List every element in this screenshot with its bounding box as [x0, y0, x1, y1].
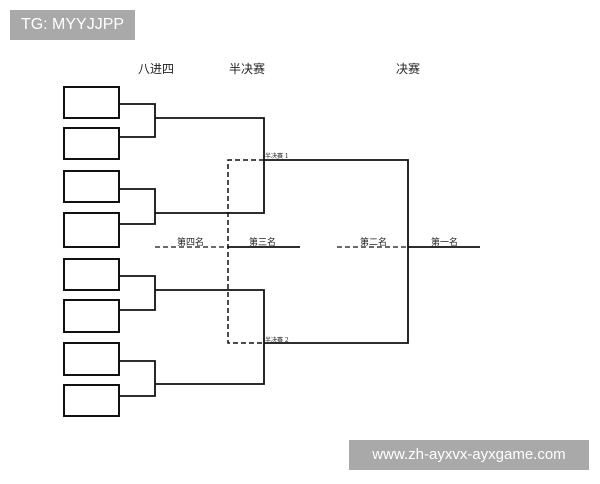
team-slot-3[interactable]: [63, 170, 120, 203]
final-connector: [264, 159, 409, 344]
team-slot-8[interactable]: [63, 384, 120, 417]
third-place-bracket: [227, 159, 264, 344]
qf-connector-4: [119, 360, 156, 397]
label-fourth-place: 第四名: [177, 236, 204, 248]
label-semifinal-1: 半决赛 1: [265, 152, 289, 160]
team-slot-2[interactable]: [63, 127, 120, 160]
sf-connector-bottom: [155, 289, 265, 385]
label-first-place: 第一名: [431, 236, 458, 248]
label-third-place: 第三名: [249, 236, 276, 248]
team-slot-4[interactable]: [63, 212, 120, 248]
qf-connector-2: [119, 188, 156, 225]
watermark-bottom: www.zh-ayxvx-ayxgame.com: [349, 440, 589, 470]
label-semifinal-2: 半决赛 2: [265, 336, 289, 344]
watermark-top: TG: MYYJJPP: [10, 10, 135, 40]
qf-connector-1: [119, 103, 156, 138]
header-final: 决赛: [396, 61, 420, 76]
team-slot-7[interactable]: [63, 342, 120, 376]
team-slot-6[interactable]: [63, 299, 120, 333]
team-slot-1[interactable]: [63, 86, 120, 119]
header-semifinal: 半决赛: [229, 61, 265, 76]
sf-connector-top: [155, 117, 265, 214]
qf-connector-3: [119, 275, 156, 311]
header-quarterfinal: 八进四: [138, 62, 174, 76]
label-second-place: 第二名: [360, 236, 387, 248]
team-slot-5[interactable]: [63, 258, 120, 291]
